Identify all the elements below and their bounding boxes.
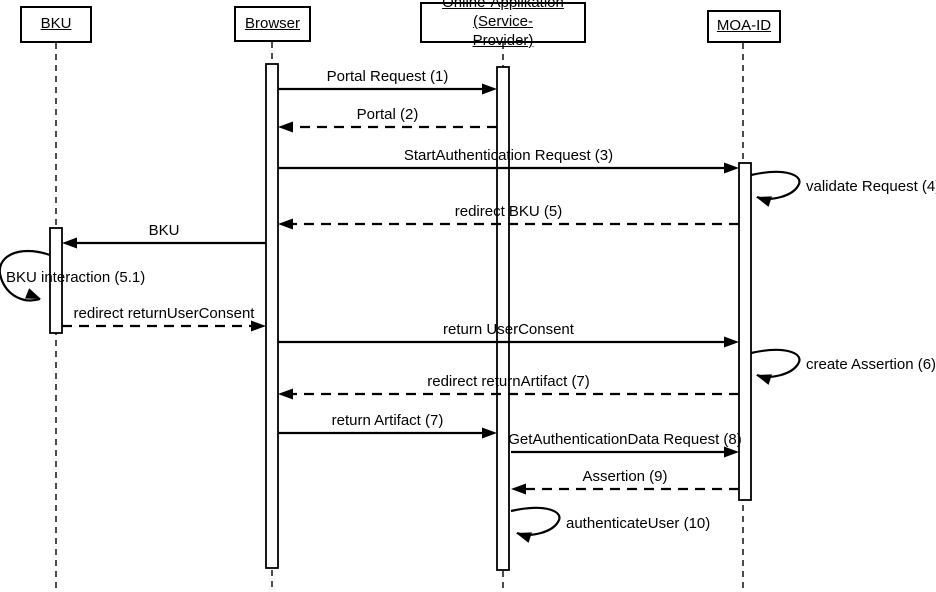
message-arrowhead: [62, 237, 77, 249]
participant-box-moa-id: MOA-ID: [707, 10, 781, 43]
participant-box-online-applikation: Online-Applikation (Service-Provider): [420, 0, 586, 49]
message-arrowhead: [278, 218, 293, 230]
message-label: StartAuthentication Request (3): [403, 147, 614, 164]
participant-box-browser: Browser: [234, 6, 311, 42]
participant-label: Browser: [244, 14, 300, 32]
message-label: redirect returnUserConsent: [73, 305, 255, 322]
self-message-loop: [0, 250, 51, 302]
message-label: BKU interaction (5.1): [6, 269, 146, 286]
self-message-loop: [750, 170, 801, 200]
message-label: Portal (2): [356, 106, 419, 123]
message-arrowhead: [516, 532, 532, 543]
message-label: return UserConsent: [443, 321, 574, 338]
message-arrowhead: [724, 162, 739, 174]
message-label: validate Request (4): [806, 178, 936, 195]
message-label: redirect returnArtifact (7): [427, 373, 590, 390]
message-arrowhead: [25, 288, 41, 299]
message-label: return Artifact (7): [331, 412, 444, 429]
participant-box-bku: BKU: [20, 6, 92, 43]
message-arrowhead: [756, 374, 772, 385]
participant-label: Online-Applikation (Service-Provider): [442, 0, 564, 49]
message-arrowhead: [724, 336, 739, 348]
activation-bku: [49, 227, 63, 334]
message-arrowhead: [251, 320, 266, 332]
participant-label: MOA-ID: [716, 17, 772, 35]
activation-moaid: [738, 162, 752, 501]
message-label: Assertion (9): [582, 468, 668, 485]
message-label: GetAuthenticationData Request (8): [508, 431, 742, 448]
message-arrowhead: [724, 446, 739, 458]
message-label: BKU: [148, 222, 180, 239]
message-label: authenticateUser (10): [566, 515, 711, 532]
message-label: redirect BKU (5): [454, 203, 563, 220]
message-label: Portal Request (1): [326, 68, 449, 85]
activation-browser: [265, 63, 279, 569]
message-arrowhead: [278, 388, 293, 400]
message-arrowhead: [756, 196, 772, 207]
self-message-loop: [750, 348, 801, 378]
message-label: create Assertion (6): [806, 356, 936, 373]
message-arrowhead: [482, 427, 497, 439]
activation-oa: [496, 66, 510, 571]
message-arrowhead: [511, 483, 526, 495]
message-arrowhead: [278, 121, 293, 133]
message-arrowhead: [482, 83, 497, 95]
participant-label: BKU: [40, 15, 72, 33]
self-message-loop: [510, 506, 561, 536]
